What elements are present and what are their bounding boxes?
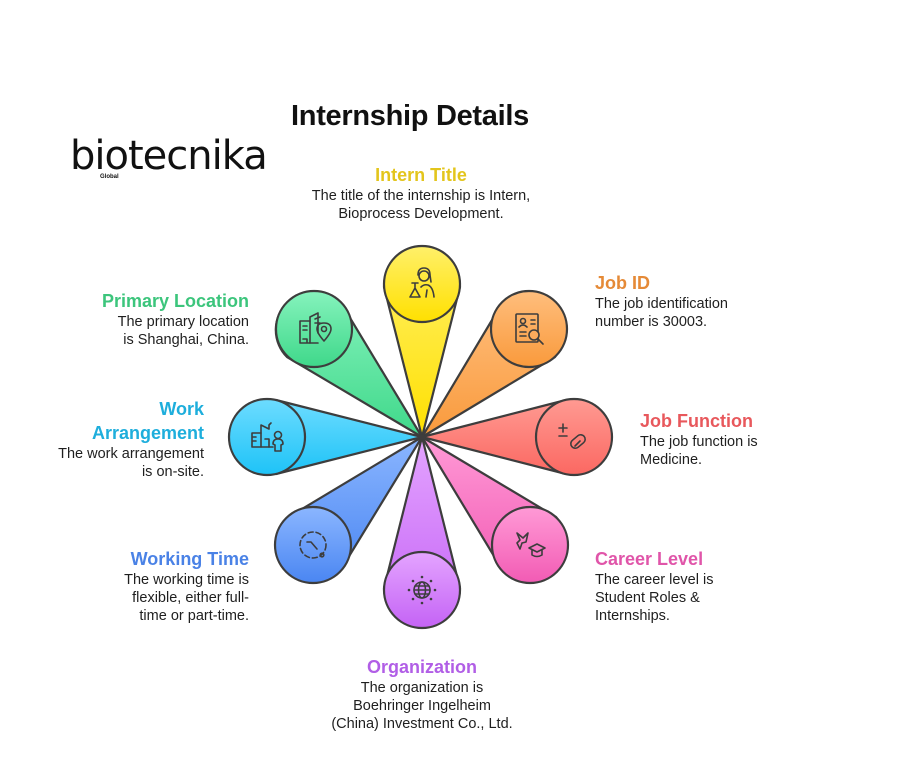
desc-career-level-line2: Student Roles & xyxy=(595,590,700,606)
desc-job-id-line1: The job identification xyxy=(595,296,728,312)
label-organization: Organization The organization is Boehrin… xyxy=(302,655,542,733)
desc-job-id-line2: number is 30003. xyxy=(595,314,708,330)
biotecnika-logo: biotecnika Global xyxy=(70,132,268,196)
label-job-id: Job ID The job identification number is … xyxy=(595,271,795,331)
heading-work-arrangement-line1: Work xyxy=(159,399,204,419)
desc-organization-line2: Boehringer Ingelheim xyxy=(353,698,491,714)
label-career-level: Career Level The career level is Student… xyxy=(595,547,795,625)
desc-work-arrangement-line1: The work arrangement xyxy=(58,446,204,462)
desc-primary-location-line2: is Shanghai, China. xyxy=(123,332,249,348)
label-primary-location: Primary Location The primary location is… xyxy=(49,289,249,349)
label-working-time: Working Time The working time is flexibl… xyxy=(49,547,249,625)
desc-intern-title-line1: The title of the internship is Intern, xyxy=(311,188,531,204)
label-work-arrangement: Work Arrangement The work arrangement is… xyxy=(4,397,204,481)
heading-primary-location: Primary Location xyxy=(101,291,249,311)
petal-intern-title xyxy=(382,244,462,439)
desc-work-arrangement-line2: is on-site. xyxy=(141,464,204,480)
heading-intern-title: Intern Title xyxy=(375,165,467,185)
desc-job-function-line1: The job function is xyxy=(640,434,758,450)
heading-job-id: Job ID xyxy=(595,273,651,293)
heading-organization: Organization xyxy=(366,657,477,677)
clock-icon xyxy=(299,531,327,559)
desc-working-time-line2: flexible, either full- xyxy=(132,590,249,606)
petal-work-arrangement xyxy=(227,397,424,477)
petal-job-function xyxy=(420,397,614,477)
heading-working-time: Working Time xyxy=(130,549,249,569)
desc-working-time-line3: time or part-time. xyxy=(139,608,249,624)
desc-job-function-line2: Medicine. xyxy=(640,452,703,468)
label-intern-title: Intern Title The title of the internship… xyxy=(290,163,552,223)
desc-working-time-line1: The working time is xyxy=(124,572,249,588)
heading-work-arrangement-line2: Arrangement xyxy=(91,423,204,443)
globe-icon xyxy=(407,575,437,605)
page-title: Internship Details xyxy=(291,100,529,132)
logo-text: biotecnika xyxy=(70,133,268,179)
desc-organization-line3: (China) Investment Co., Ltd. xyxy=(331,716,513,732)
heading-career-level: Career Level xyxy=(595,549,704,569)
desc-organization-line1: The organization is xyxy=(360,680,484,696)
logo-subtext: Global xyxy=(100,174,119,180)
petal-primary-location xyxy=(274,289,424,439)
medicine-icon xyxy=(558,423,586,450)
scientist-icon xyxy=(409,267,435,298)
desc-intern-title-line2: Bioprocess Development. xyxy=(338,206,504,222)
label-job-function: Job Function The job function is Medicin… xyxy=(640,409,840,469)
desc-primary-location-line1: The primary location xyxy=(117,314,249,330)
desc-career-level-line1: The career level is xyxy=(595,572,714,588)
graduation-icon xyxy=(516,532,546,558)
building-location-icon xyxy=(299,312,332,344)
office-person-icon xyxy=(251,422,284,452)
heading-job-function: Job Function xyxy=(640,411,753,431)
petal-career-level xyxy=(420,435,570,585)
desc-career-level-line3: Internships. xyxy=(595,608,670,624)
id-search-icon xyxy=(515,313,544,345)
